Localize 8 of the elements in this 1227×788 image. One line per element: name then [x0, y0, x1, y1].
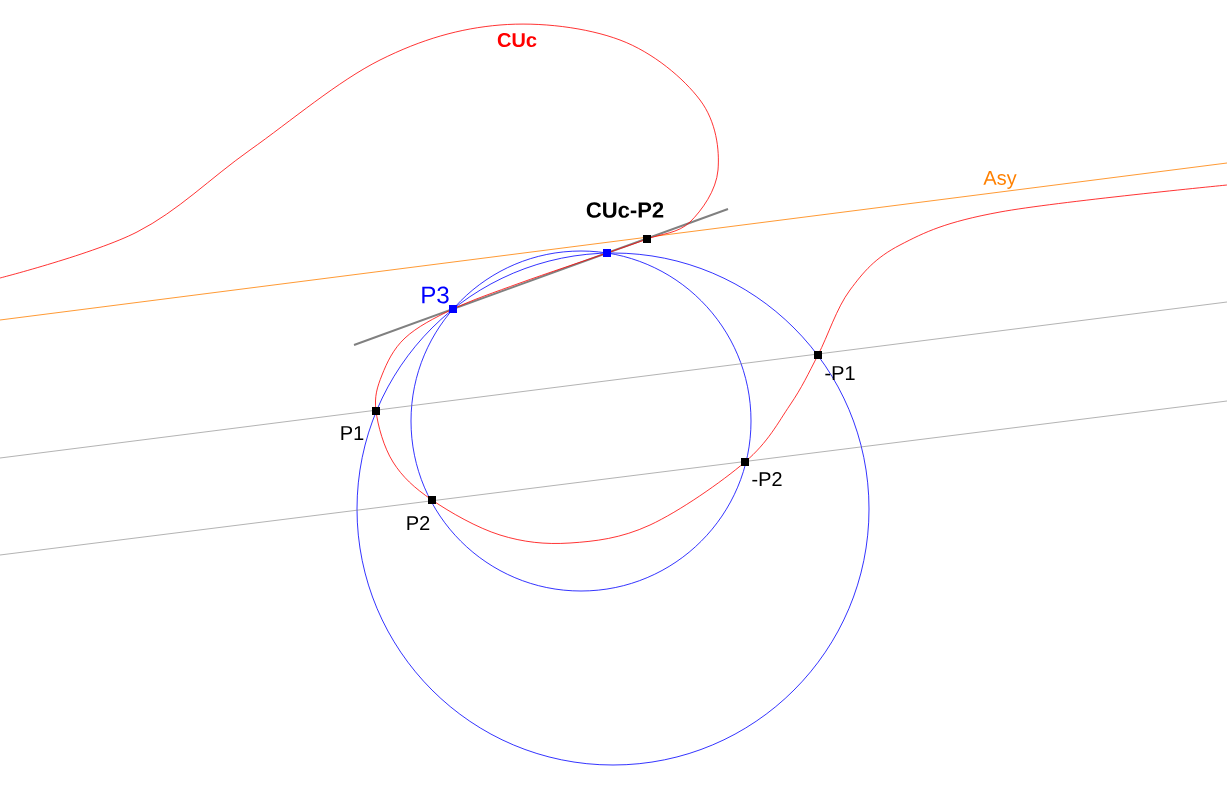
- point-label: P3: [422, 286, 449, 304]
- point-label: P1: [341, 426, 364, 440]
- curve-label: CUc-P2: [586, 202, 664, 218]
- point-label: P2: [407, 516, 430, 530]
- point-label: -P1: [825, 366, 855, 380]
- point-label: -P2: [752, 472, 782, 486]
- curve-label: CUc: [497, 32, 537, 48]
- line-label: Asy: [983, 171, 1017, 189]
